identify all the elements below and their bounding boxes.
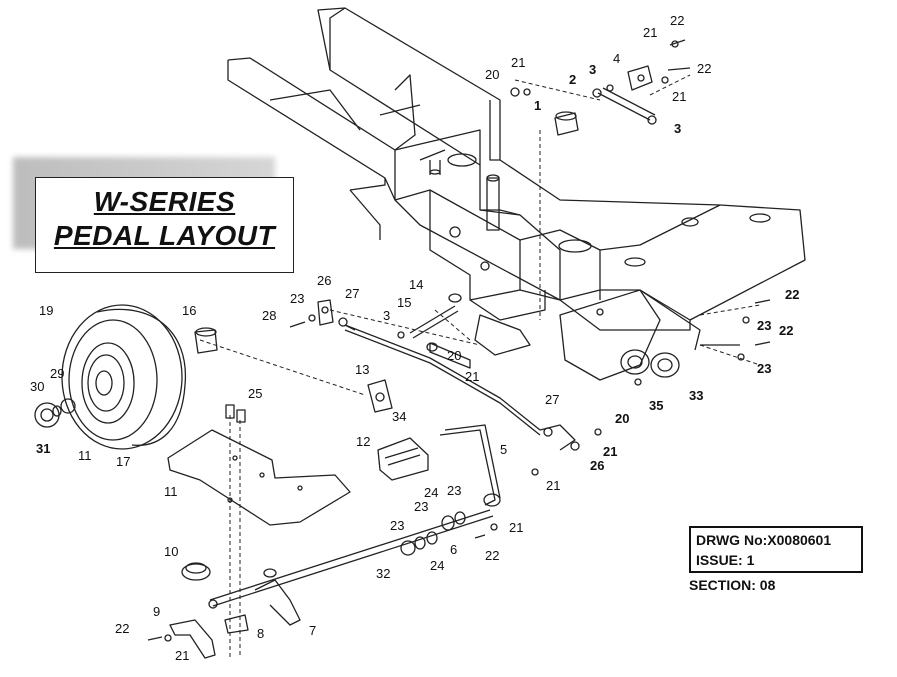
callout-20b: 20 [447,348,461,363]
link-assembly-top [510,39,691,136]
callout-17: 17 [116,454,130,469]
callout-23f: 23 [390,518,404,533]
callout-27b: 27 [545,392,559,407]
title-line-1: W-SERIES [93,186,236,217]
callout-15: 15 [397,295,411,310]
right-bearing [620,299,771,386]
callout-29: 29 [50,366,64,381]
callout-3b: 3 [674,121,681,136]
callout-10: 10 [164,544,178,559]
issue-number: ISSUE: 1 [696,552,755,568]
callout-22a: 22 [670,13,684,28]
callout-28: 28 [262,308,276,323]
callout-21b: 21 [643,25,657,40]
callout-9: 9 [153,604,160,619]
callout-25: 25 [248,386,262,401]
callout-11b: 11 [164,484,178,499]
callout-24a: 24 [424,485,438,500]
callout-22f: 22 [485,548,499,563]
callout-21a: 21 [511,55,525,70]
callout-33: 33 [689,388,703,403]
callout-21c: 21 [672,89,686,104]
callout-5: 5 [500,442,507,457]
callout-16: 16 [182,303,196,318]
chassis-frame [227,7,806,381]
bolts-25 [225,404,246,423]
drawing-info-box: DRWG No:X0080601 ISSUE: 1 [689,526,863,573]
drawing-number: DRWG No:X0080601 [696,532,832,548]
callout-30: 30 [30,379,44,394]
callout-21h: 21 [175,648,189,663]
callout-4: 4 [613,51,620,66]
callout-22b: 22 [697,61,711,76]
frame-posts [419,149,500,231]
control-rod [344,324,541,436]
callout-1: 1 [534,98,541,113]
callout-21e: 21 [603,444,617,459]
clevis-left [289,299,348,328]
callout-20a: 20 [485,67,499,82]
callout-12: 12 [356,434,370,449]
callout-23a: 23 [290,291,304,306]
callout-35: 35 [649,398,663,413]
callout-19: 19 [39,303,53,318]
callout-7: 7 [309,623,316,638]
callout-24b: 24 [430,558,444,573]
lower-bracket [147,562,216,659]
callout-32: 32 [376,566,390,581]
callout-14: 14 [409,277,423,292]
title-box: W-SERIES PEDAL LAYOUT [35,177,294,273]
callout-23b: 23 [757,318,771,333]
callout-13: 13 [355,362,369,377]
callout-23d: 23 [447,483,461,498]
wheel-assembly [34,304,218,450]
callout-8: 8 [257,626,264,641]
callout-23c: 23 [757,361,771,376]
callout-6: 6 [450,542,457,557]
callout-22d: 22 [779,323,793,338]
callout-22e: 22 [115,621,129,636]
callout-21f: 21 [546,478,560,493]
cross-shaft [208,509,494,634]
callout-26a: 26 [317,273,331,288]
callout-31: 31 [36,441,50,456]
title-line-2: PEDAL LAYOUT [53,220,276,251]
callout-27a: 27 [345,286,359,301]
callout-11a: 11 [78,448,92,463]
alignment-lines [199,74,761,660]
callout-20c: 20 [615,411,629,426]
callout-21d: 21 [465,369,479,384]
callout-2: 2 [569,72,576,87]
callout-26b: 26 [590,458,604,473]
link-14-15 [397,293,531,369]
callout-21g: 21 [509,520,523,535]
callout-23e: 23 [414,499,428,514]
pedal-assembly [377,424,602,507]
callout-labels: 1 2 3 3 3 4 5 6 7 8 9 10 11 11 12 13 14 … [30,13,799,663]
washer-stack [400,511,498,556]
callout-3a: 3 [589,62,596,77]
callout-22c: 22 [785,287,799,302]
floor-plate [167,429,351,526]
callout-3c: 3 [383,308,390,323]
callout-34: 34 [392,409,406,424]
section-label: SECTION: 08 [689,577,776,593]
